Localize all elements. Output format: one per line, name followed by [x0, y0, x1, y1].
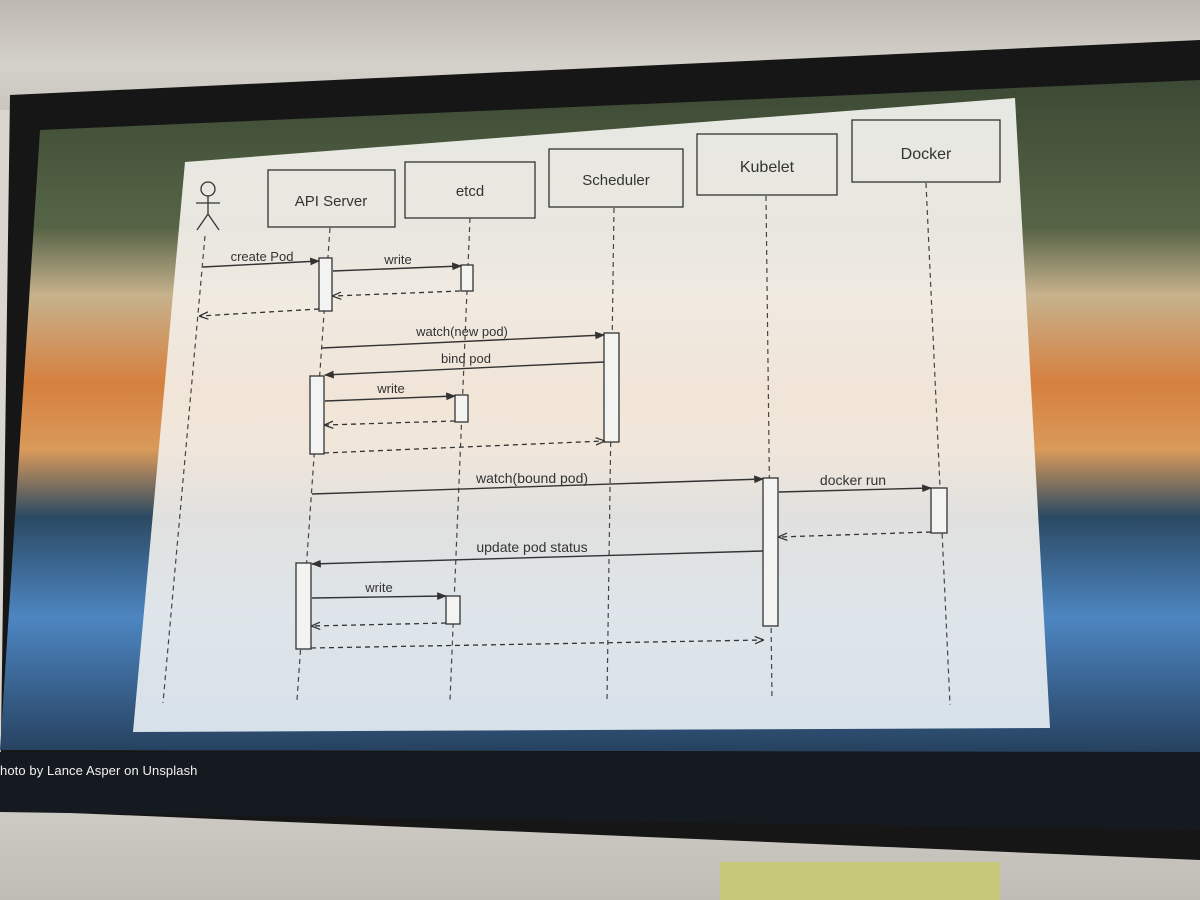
write-label-3: write [364, 580, 392, 595]
wall-panel [720, 862, 1000, 900]
create-pod-label: create Pod [231, 249, 294, 264]
diagram-panel [133, 98, 1050, 732]
kubelet-box [696, 133, 838, 196]
activation-bars [295, 257, 948, 650]
api-server-box [267, 169, 396, 228]
docker-run-label: docker run [820, 472, 886, 488]
photo-credit: hoto by Lance Asper on Unsplash [0, 763, 198, 778]
docker-box [851, 119, 1001, 183]
kubelet-label: Kubelet [740, 159, 795, 176]
user-actor-icon [196, 181, 220, 231]
docker-label: Docker [901, 146, 952, 163]
api-server-label: API Server [295, 193, 368, 210]
scheduler-box [548, 148, 684, 208]
etcd-label: etcd [456, 183, 484, 200]
scheduler-label: Scheduler [582, 172, 650, 189]
write-label-2: write [376, 381, 404, 396]
caption-bar [0, 752, 1200, 830]
bind-pod-label: bind pod [441, 351, 491, 366]
update-pod-status-label: update pod status [476, 539, 587, 555]
watch-new-pod-label: watch(new pod) [415, 324, 508, 339]
write-label-1: write [383, 252, 411, 267]
messages-return [200, 290, 932, 649]
lifelines [162, 182, 951, 706]
watch-bound-pod-label: watch(bound pod) [475, 470, 588, 486]
messages-solid [202, 257, 932, 601]
